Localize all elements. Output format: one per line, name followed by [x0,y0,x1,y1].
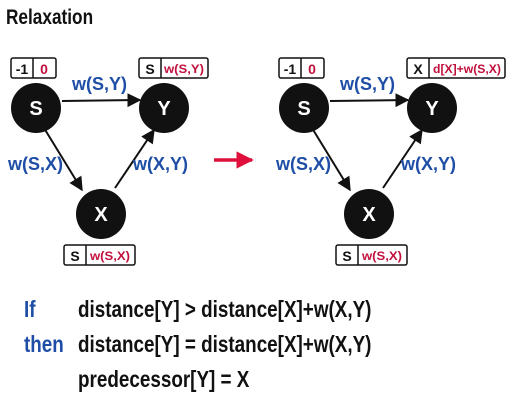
left-node-s-label: S [29,98,42,120]
right-edge-s-x [311,127,351,192]
slide-title: Relaxation [6,6,94,29]
left-node-y: Y [139,83,189,133]
right-node-s: S [279,83,329,133]
right-box-x-dist: w(S,X) [361,249,402,263]
right-edge-s-y [329,93,410,108]
left-node-x: X [76,189,126,239]
right-node-s-label: S [297,98,310,120]
left-node-y-label: Y [157,98,171,120]
right-node-x-label: X [362,204,376,226]
left-node-s: S [11,83,61,133]
left-edge-label-sx: w(S,X) [7,154,63,174]
statement-update-distance: distance[Y] = distance[X]+w(X,Y) [78,331,372,357]
left-edge-s-y [61,93,142,108]
right-box-s-pred: -1 [284,61,297,77]
left-edge-x-y [114,128,155,189]
left-box-x: S w(S,X) [63,244,136,266]
keyword-then: then [24,331,64,357]
statement-condition: distance[Y] > distance[X]+w(X,Y) [78,296,372,322]
right-box-y-dist: d[X]+w(S,X) [433,62,501,76]
right-edge-label-sy: w(S,Y) [339,74,395,94]
left-box-y-dist: w(S,Y) [163,62,204,76]
left-edge-label-xy: w(X,Y) [132,154,188,174]
right-node-x: X [344,189,394,239]
left-box-x-pred: S [70,248,79,264]
right-box-y: X d[X]+w(S,X) [406,57,506,79]
right-box-x: S w(S,X) [335,244,408,266]
right-box-y-pred: X [413,61,423,77]
left-box-y-pred: S [145,61,154,77]
right-box-s-dist: 0 [308,61,316,77]
left-edge-s-x [43,127,83,192]
right-graph: w(S,Y) w(S,X) w(X,Y) S Y X -1 0 X d[X]+w… [275,57,506,266]
right-edge-label-xy: w(X,Y) [400,154,456,174]
right-box-x-pred: S [342,248,351,264]
keyword-if: If [24,296,36,322]
relaxation-diagram: w(S,Y) w(S,X) w(X,Y) S Y X -1 0 S w(S,Y) [7,57,506,266]
left-box-x-dist: w(S,X) [89,249,130,263]
right-box-s: -1 0 [278,57,325,79]
left-graph: w(S,Y) w(S,X) w(X,Y) S Y X -1 0 S w(S,Y) [7,57,209,266]
right-node-y: Y [407,83,457,133]
left-box-s-pred: -1 [16,61,29,77]
left-box-s: -1 0 [10,57,57,79]
left-box-s-dist: 0 [40,61,48,77]
left-box-y: S w(S,Y) [138,57,209,79]
statement-update-predecessor: predecessor[Y] = X [78,366,250,392]
right-edge-label-sx: w(S,X) [275,154,331,174]
left-edge-label-sy: w(S,Y) [71,74,127,94]
right-node-y-label: Y [425,98,439,120]
left-node-x-label: X [94,204,108,226]
right-edge-x-y [382,128,423,189]
